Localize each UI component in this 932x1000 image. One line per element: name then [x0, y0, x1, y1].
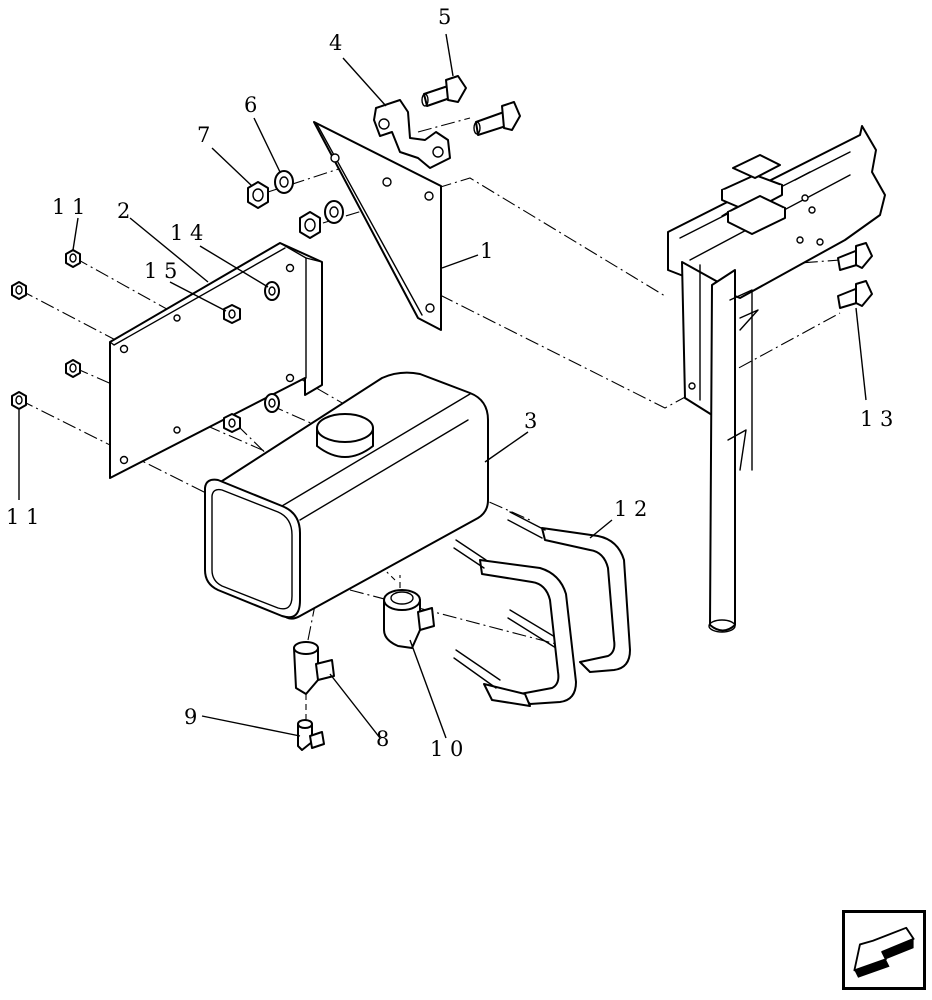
- callout-2: 2: [117, 199, 130, 223]
- washer-6: [274, 170, 294, 194]
- frame-assembly: [667, 125, 886, 633]
- callout-15: 1 5: [144, 259, 177, 283]
- nut-15-upper: [223, 304, 241, 324]
- nut-15-lower: [223, 413, 241, 433]
- washer-14-lower: [264, 393, 280, 413]
- callout-4: 4: [329, 31, 342, 55]
- tank-3: [204, 371, 489, 620]
- strap-12-rear: [507, 511, 631, 673]
- strap-12-front: [453, 539, 577, 707]
- callout-10: 1 0: [430, 737, 463, 761]
- callout-8: 8: [376, 727, 389, 751]
- callout-7: 7: [197, 123, 210, 147]
- fitting-9: [297, 719, 325, 751]
- bracket-plate-1: [313, 121, 442, 331]
- callout-9: 9: [184, 705, 197, 729]
- nut-11-top: [65, 249, 81, 268]
- mounting-plate-2: [109, 242, 323, 479]
- bolt-5-lower: [473, 101, 521, 136]
- clamp-4: [373, 99, 451, 169]
- callout-5: 5: [438, 5, 451, 29]
- bolt-13-lower: [837, 280, 873, 309]
- callout-3: 3: [524, 409, 537, 433]
- callout-12: 1 2: [614, 497, 647, 521]
- callout-1: 1: [480, 239, 493, 263]
- callout-11-bottom: 1 1: [6, 505, 39, 529]
- nut-11-bottom: [11, 391, 27, 410]
- leader-lines: [18, 33, 867, 739]
- fitting-10: [383, 589, 435, 649]
- nut-7: [247, 181, 269, 209]
- fitting-8: [293, 641, 335, 695]
- callout-13: 1 3: [860, 407, 893, 431]
- previous-page-button[interactable]: [842, 910, 926, 990]
- callout-11-top: 1 1: [52, 195, 85, 219]
- bolt-13-upper: [837, 242, 873, 271]
- nut-pair: [299, 200, 344, 239]
- callout-14: 1 4: [170, 221, 203, 245]
- nut-left-middle: [65, 359, 81, 378]
- bolt-5-upper: [421, 75, 467, 107]
- washer-14-upper: [264, 281, 280, 301]
- arrow-previous-icon: [853, 926, 915, 978]
- callout-6: 6: [244, 93, 257, 117]
- callout-labels: 5 4 6 7 1 2 1 1 1 4 1 5 3 1 2 1 3 1 1 8 …: [6, 5, 893, 761]
- nut-left-upper: [11, 281, 27, 300]
